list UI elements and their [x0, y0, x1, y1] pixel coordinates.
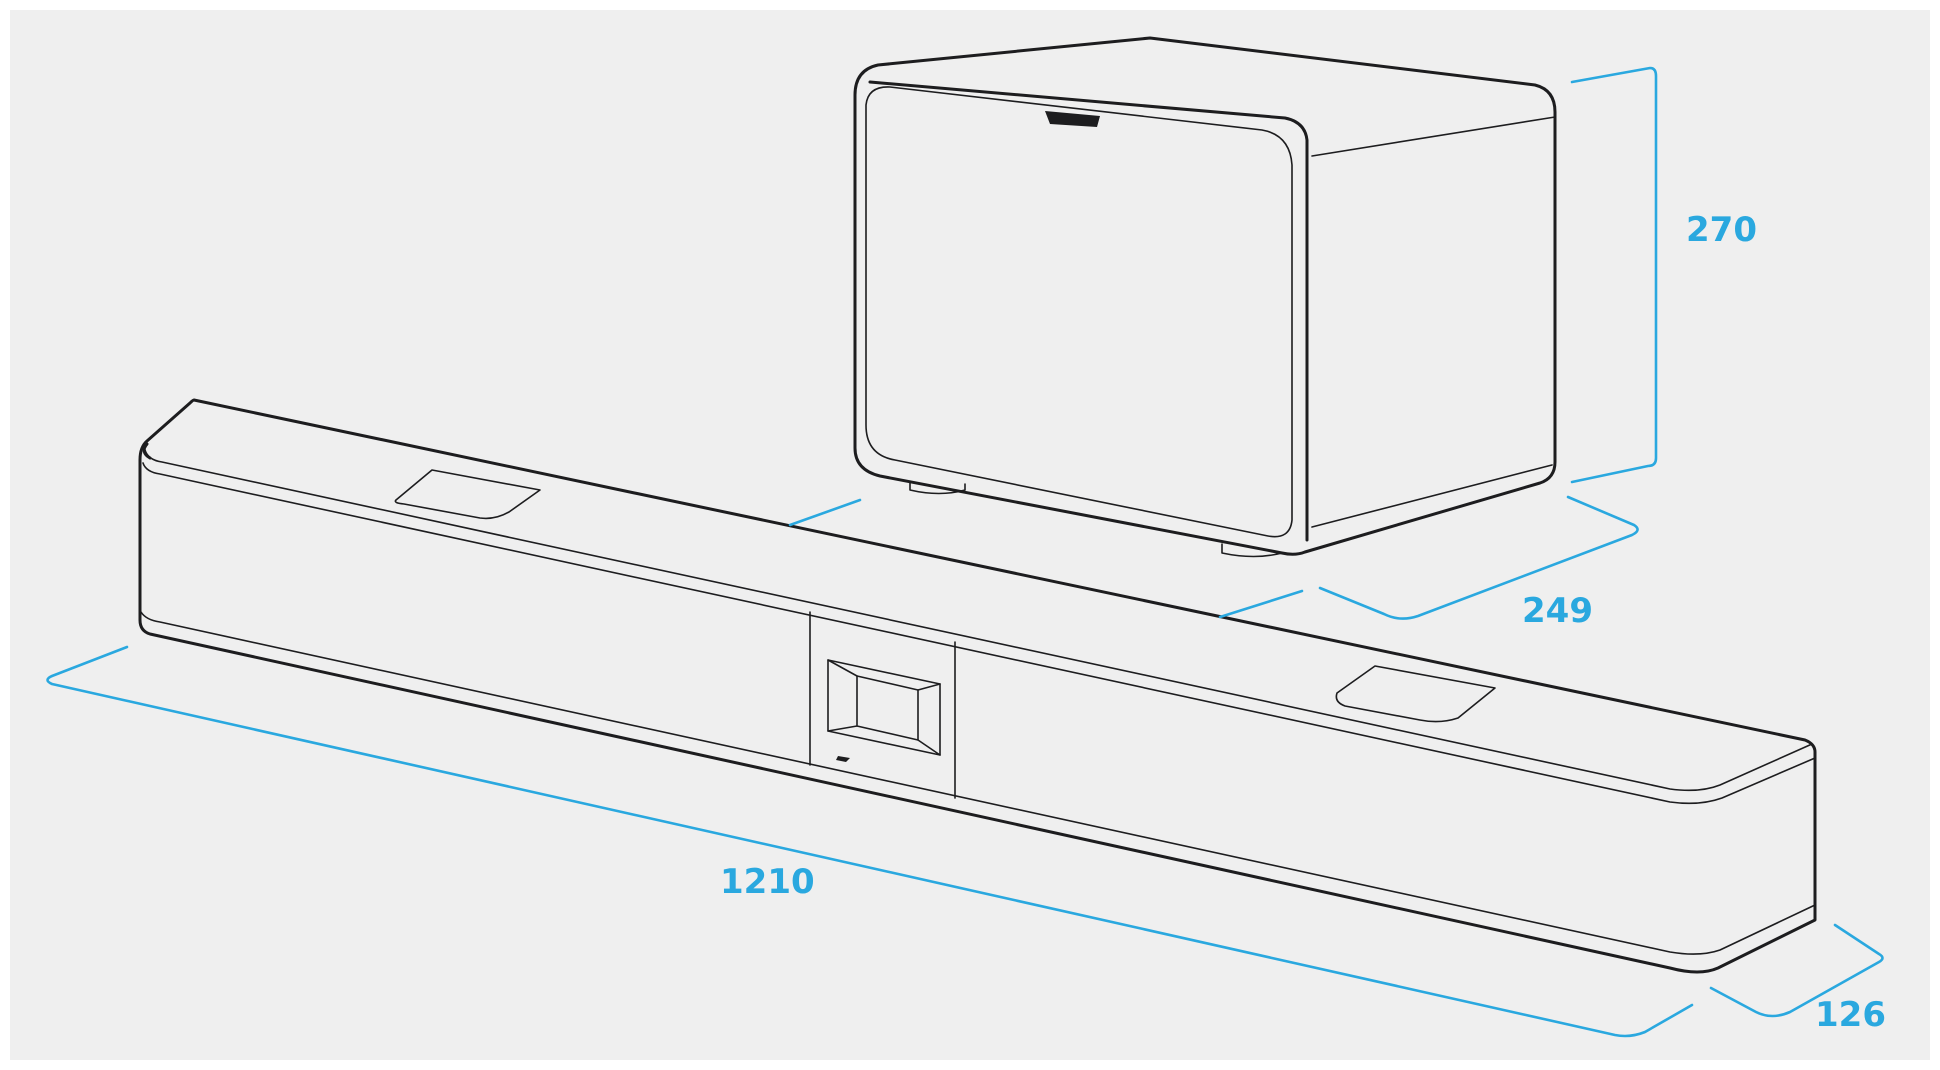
subwoofer-foot-left	[909, 481, 966, 495]
width-dimension-line	[46, 645, 1694, 1038]
display-bevel-3	[917, 739, 941, 756]
subwoofer-logo-slot	[1045, 111, 1100, 127]
subwoofer-top-edge	[868, 80, 1309, 542]
soundbar-body	[138, 398, 1817, 974]
subwoofer-depth-extension-right	[1218, 589, 1304, 619]
soundbar-top-inner-line	[144, 449, 1813, 792]
sensor-icon	[836, 756, 850, 762]
subwoofer-depth-extension-left	[788, 498, 862, 527]
soundbar-display-module	[809, 611, 956, 799]
subwoofer-side-bottom-line	[1311, 464, 1553, 528]
display-bevel-4	[827, 725, 858, 732]
subwoofer-body	[853, 36, 1557, 556]
width-label: 1210	[720, 862, 815, 902]
soundbar-top-pad-left	[394, 469, 541, 520]
soundbar-top-pad-right	[1335, 665, 1496, 723]
soundbar-bottom-line	[140, 611, 1816, 955]
subwoofer-foot-right	[1221, 543, 1283, 558]
subwoofer-front-panel	[865, 86, 1293, 538]
soundbar-depth-line	[1709, 923, 1884, 1018]
subwoofer-depth-line	[1318, 495, 1639, 620]
height-dimension-line	[1570, 66, 1658, 484]
display-bevel-2	[917, 683, 941, 691]
height-label: 270	[1686, 210, 1757, 250]
display-bevel-1	[827, 659, 858, 677]
subwoofer-depth-label: 249	[1522, 591, 1593, 631]
soundbar-top-front-line	[142, 462, 1816, 805]
subwoofer-side-top-line	[1311, 116, 1556, 157]
subwoofer	[853, 36, 1557, 558]
soundbar-depth-label: 126	[1815, 995, 1886, 1035]
dimension-lines	[46, 66, 1884, 1038]
soundbar	[138, 398, 1817, 974]
